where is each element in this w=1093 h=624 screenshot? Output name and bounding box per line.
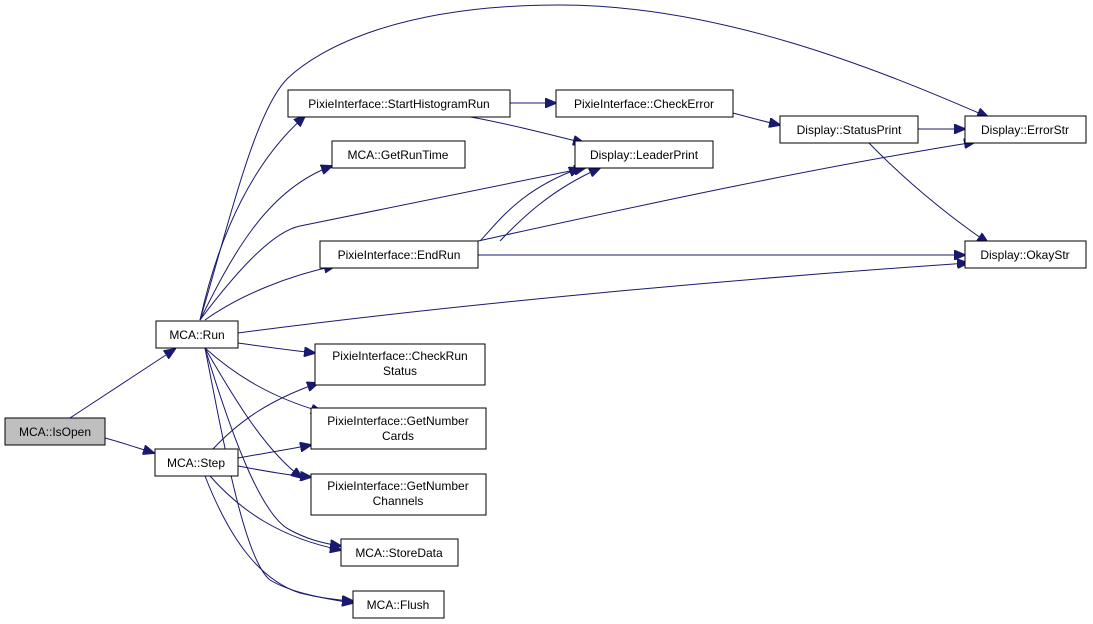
node-label-line-1: PixieInterface::GetNumber xyxy=(327,479,468,493)
node-label: MCA::IsOpen xyxy=(19,425,91,439)
node-mca-isopen[interactable]: MCA::IsOpen xyxy=(4,417,106,446)
edge-statusprint-okaystr xyxy=(867,141,988,243)
edge-endrun-leaderprint-b xyxy=(499,168,600,242)
edge-step-getnumbercards xyxy=(237,445,311,459)
edge-run-checkrunstatus xyxy=(237,342,315,353)
edge-step-checkrunstatus xyxy=(211,383,318,451)
node-label: MCA::Run xyxy=(169,328,224,342)
node-pixieinterface-endrun[interactable]: PixieInterface::EndRun xyxy=(319,240,479,269)
node-label-line-2: Channels xyxy=(373,494,424,508)
node-display-leaderprint[interactable]: Display::LeaderPrint xyxy=(574,140,714,169)
node-label: MCA::Flush xyxy=(367,598,430,612)
node-label-line-2: Cards xyxy=(382,429,414,443)
edge-run-getnumbercards xyxy=(204,347,322,412)
node-pixieinterface-getnumbercards[interactable]: PixieInterface::GetNumber Cards xyxy=(310,407,487,450)
node-mca-step[interactable]: MCA::Step xyxy=(154,448,239,477)
node-label-line-1: PixieInterface::GetNumber xyxy=(327,414,468,428)
node-label-line-2: Status xyxy=(383,364,417,378)
node-label: PixieInterface::StartHistogramRun xyxy=(308,97,489,111)
node-mca-storedata[interactable]: MCA::StoreData xyxy=(340,538,459,567)
node-display-errorstr[interactable]: Display::ErrorStr xyxy=(964,115,1087,144)
edge-run-endrun xyxy=(204,266,335,321)
node-label: Display::ErrorStr xyxy=(981,123,1069,137)
node-display-statusprint[interactable]: Display::StatusPrint xyxy=(779,115,919,144)
edge-starthistogramrun-leaderprint xyxy=(464,115,584,143)
node-label: Display::OkayStr xyxy=(980,248,1069,262)
node-pixieinterface-checkerror[interactable]: PixieInterface::CheckError xyxy=(555,89,734,118)
edge-run-errorstr xyxy=(199,4,988,321)
node-pixieinterface-checkrunstatus[interactable]: PixieInterface::CheckRun Status xyxy=(314,343,486,386)
node-label: PixieInterface::CheckError xyxy=(574,97,714,111)
node-pixieinterface-starthistogramrun[interactable]: PixieInterface::StartHistogramRun xyxy=(287,89,511,118)
node-mca-getruntime[interactable]: MCA::GetRunTime xyxy=(331,140,466,169)
edge-run-getruntime xyxy=(199,166,332,321)
edge-isopen-step xyxy=(104,437,154,453)
node-label: MCA::GetRunTime xyxy=(348,148,449,162)
edge-run-starthistogramrun xyxy=(199,116,305,321)
node-display-okaystr[interactable]: Display::OkayStr xyxy=(964,240,1087,269)
edge-run-getnumberchannels xyxy=(204,347,302,478)
edge-step-storedata xyxy=(209,475,341,550)
edges xyxy=(69,4,988,603)
node-label: PixieInterface::EndRun xyxy=(338,248,461,262)
node-label-line-1: PixieInterface::CheckRun xyxy=(332,349,467,363)
edge-checkerror-statusprint xyxy=(732,112,780,125)
node-mca-run[interactable]: MCA::Run xyxy=(155,320,239,349)
nodes: MCA::IsOpen MCA::Run MCA::Step PixieInte… xyxy=(4,89,1087,619)
edge-isopen-run xyxy=(69,349,175,419)
edge-step-getnumberchannels xyxy=(237,465,311,477)
node-label: MCA::StoreData xyxy=(355,546,443,560)
edge-run-leaderprint xyxy=(199,168,585,321)
edge-step-flush xyxy=(204,475,353,601)
node-pixieinterface-getnumberchannels[interactable]: PixieInterface::GetNumber Channels xyxy=(310,473,487,516)
edge-endrun-errorstr xyxy=(477,142,975,242)
edge-run-storedata xyxy=(204,347,341,546)
edge-endrun-leaderprint-a xyxy=(479,168,580,242)
node-label: MCA::Step xyxy=(167,456,225,470)
edge-run-okaystr xyxy=(237,263,968,334)
node-label: Display::LeaderPrint xyxy=(590,148,699,162)
node-mca-flush[interactable]: MCA::Flush xyxy=(352,590,445,619)
node-label: Display::StatusPrint xyxy=(797,123,902,137)
